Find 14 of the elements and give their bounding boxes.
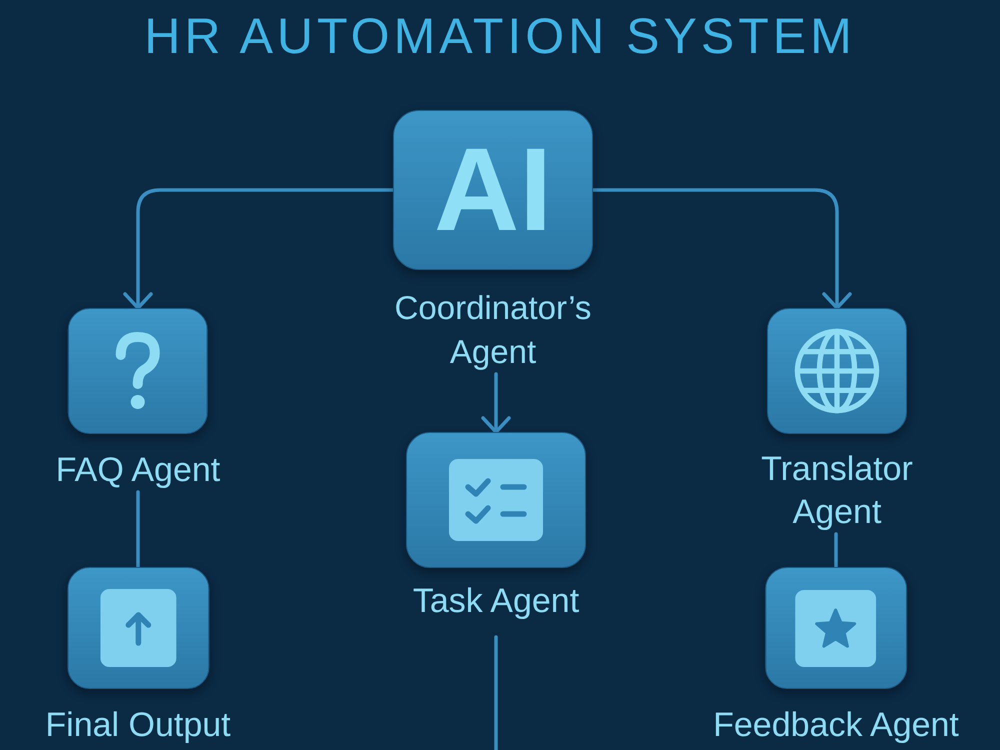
connector-arrow — [123, 188, 395, 310]
connector-arrow — [591, 188, 852, 310]
ai-label: AI — [434, 131, 552, 249]
diagram-title: HR AUTOMATION SYSTEM — [144, 9, 856, 63]
connector-line — [494, 635, 498, 750]
node-label: Feedback Agent — [713, 705, 959, 746]
node-label: Translator Agent — [760, 449, 914, 533]
connector-line — [834, 532, 838, 569]
node-label: FAQ Agent — [56, 450, 220, 491]
node-label: Final Output — [45, 705, 231, 746]
connector-line — [136, 490, 140, 569]
node-label: Task Agent — [412, 581, 580, 622]
connector-arrow — [481, 372, 511, 434]
node-label: Coordinator’s Agent — [394, 288, 592, 372]
